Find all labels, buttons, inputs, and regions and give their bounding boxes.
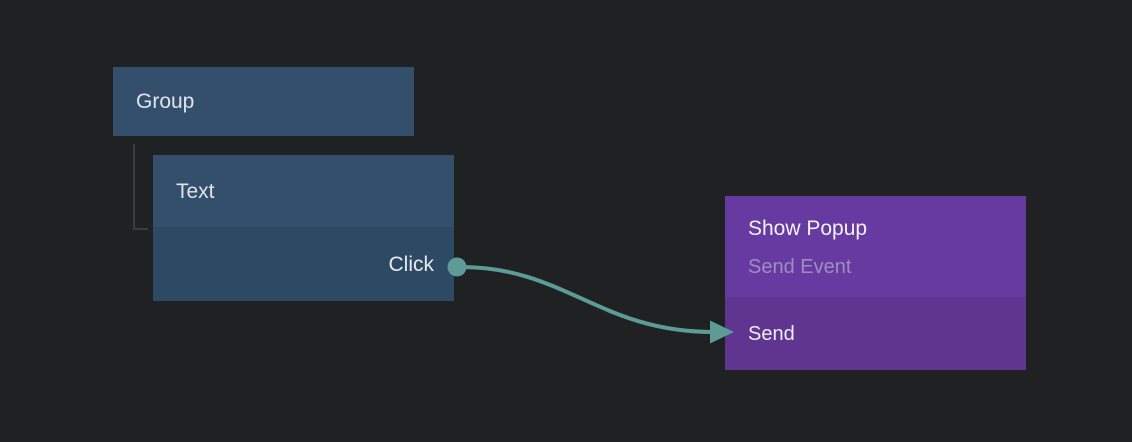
text-node-output-row[interactable]: Click (153, 227, 454, 301)
text-node-header[interactable]: Text (153, 155, 454, 227)
text-node-title: Text (176, 179, 215, 203)
click-output-port-label: Click (388, 252, 435, 276)
group-node[interactable]: Group (113, 67, 414, 136)
show-popup-node-title: Show Popup (748, 217, 868, 240)
show-popup-node-subtitle: Send Event (748, 255, 852, 278)
connection-wire[interactable] (460, 265, 714, 334)
show-popup-node-input-row[interactable]: Send (725, 297, 1026, 370)
show-popup-node[interactable]: Show Popup Send Event Send (725, 196, 1026, 370)
group-child-elbow-connector (133, 144, 148, 230)
send-input-port-label: Send (748, 322, 795, 345)
show-popup-node-header[interactable]: Show Popup Send Event (725, 196, 1026, 297)
group-node-title: Group (136, 90, 195, 113)
text-node[interactable]: Text Click (153, 155, 454, 301)
